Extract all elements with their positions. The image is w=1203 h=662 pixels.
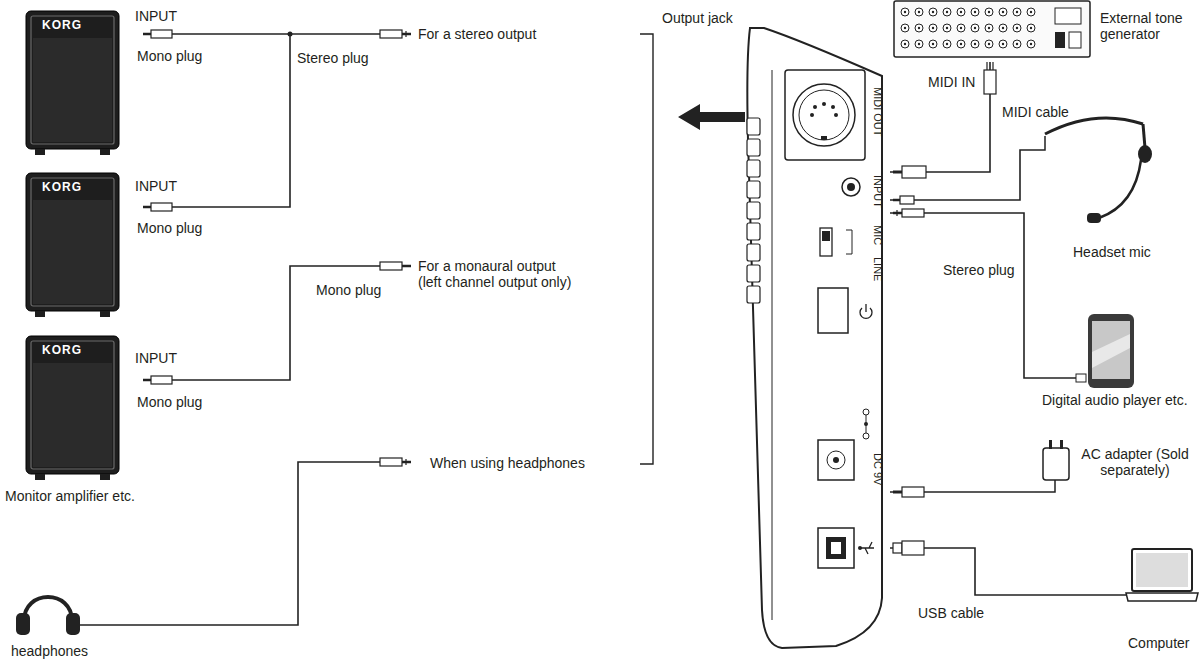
tone-generator: External tone generator	[893, 0, 1198, 62]
cable-connector	[890, 213, 1036, 378]
device-name: External tone generator	[1100, 10, 1194, 42]
instrument-side-panel-drawing	[745, 25, 890, 650]
output-plugs	[380, 30, 411, 466]
device-name: headphones	[11, 643, 88, 659]
note-label: For a stereo output	[418, 26, 536, 42]
brand-logo: KORG	[42, 344, 82, 358]
ac-adapter: AC adapter (Sold separately)	[1035, 432, 1200, 507]
laptop-computer: Computer	[1118, 545, 1200, 657]
brand-logo: KORG	[42, 181, 82, 195]
device-name: Digital audio player etc.	[1042, 392, 1188, 408]
audio-player: Digital audio player etc.	[1036, 312, 1200, 412]
jack-label: INPUT	[135, 8, 177, 24]
monitor-amplifier: KORG	[25, 335, 120, 481]
output-arrow	[678, 104, 745, 130]
jack-label: MIDI IN	[928, 74, 975, 90]
midi-in-plug	[984, 62, 996, 94]
callout-label: Output jack	[662, 10, 733, 26]
cable-label: MIDI cable	[1002, 104, 1069, 120]
cable-connector	[890, 150, 1035, 200]
monitor-amplifier: KORG	[25, 172, 120, 318]
jack-label: INPUT	[135, 178, 177, 194]
jack-name: MIDI OUT	[871, 87, 884, 137]
cable-connector	[890, 62, 990, 172]
note-label: When using headphones	[430, 455, 585, 471]
junction-dot	[288, 32, 293, 37]
switch-name: MIC	[871, 225, 884, 245]
bracket	[640, 34, 653, 464]
jack-label: INPUT	[135, 350, 177, 366]
switch-name: LINE	[871, 257, 884, 281]
jack-name: DC 9V	[871, 453, 884, 485]
plug-label: Stereo plug	[297, 50, 369, 66]
brand-logo: KORG	[42, 19, 82, 33]
amp-wires	[80, 34, 380, 625]
cable-label: USB cable	[918, 605, 984, 621]
instrument-side-panel: MIDI OUT INPUT MIC LINE DC 9V	[745, 25, 890, 650]
plug-label: Mono plug	[137, 220, 202, 236]
caption-label: Monitor amplifier etc.	[5, 488, 135, 504]
plug-label: Stereo plug	[943, 262, 1015, 278]
amp-plugs	[143, 30, 172, 384]
device-plugs	[893, 166, 926, 555]
plug-label: Mono plug	[137, 48, 202, 64]
plug-label: Mono plug	[316, 282, 381, 298]
headset-mic: Headset mic	[1035, 110, 1175, 270]
note-label: For a monaural output (left channel outp…	[418, 258, 578, 290]
device-name: Headset mic	[1073, 244, 1151, 260]
plug-label: Mono plug	[137, 394, 202, 410]
device-name: AC adapter (Sold separately)	[1075, 446, 1195, 478]
headphones-icon: headphones	[8, 585, 93, 661]
device-name: Computer	[1128, 635, 1189, 651]
monitor-amplifier: KORG	[25, 10, 120, 156]
jack-name: INPUT	[871, 175, 884, 208]
